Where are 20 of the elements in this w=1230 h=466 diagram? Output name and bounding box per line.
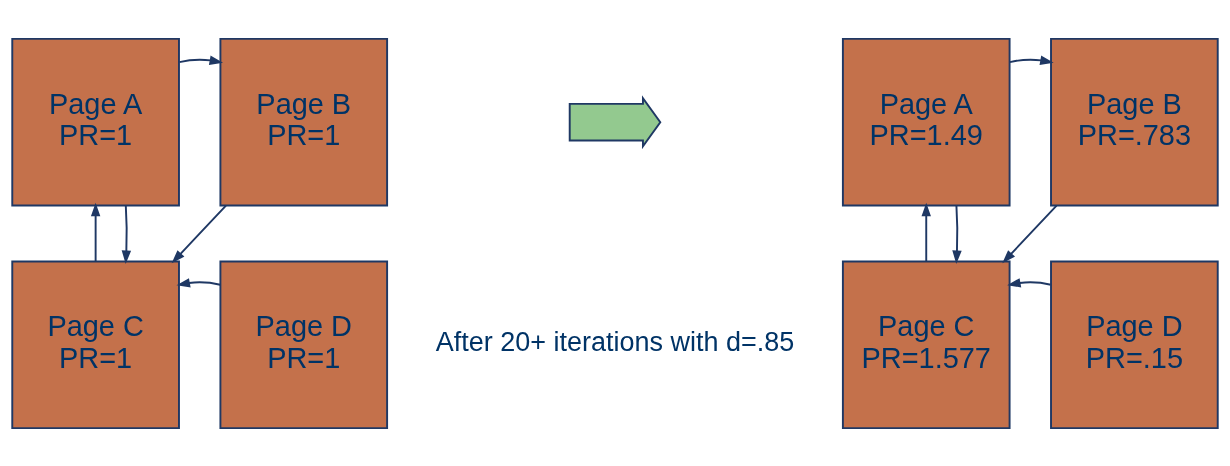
- arrow: [178, 55, 224, 65]
- node-box: Page A PR=1: [11, 37, 180, 207]
- arrow: [1002, 204, 1058, 263]
- arrow: [1009, 55, 1054, 65]
- node-box: Page B PR=.783: [1050, 37, 1219, 207]
- arrow: [90, 202, 101, 262]
- arrow: [1007, 277, 1052, 287]
- node-box: Page D PR=.15: [1050, 259, 1219, 429]
- node-box: Page A PR=1.49: [841, 37, 1011, 207]
- node-box: Page D PR=1: [219, 259, 389, 429]
- arrow: [121, 204, 132, 264]
- node-box: Page C PR=1: [11, 259, 180, 429]
- arrow: [176, 277, 222, 287]
- label: After 20+ iterations with d=.85: [435, 326, 795, 357]
- node-arrow: [568, 94, 662, 149]
- node-box: Page B PR=1: [219, 37, 389, 207]
- arrow: [952, 204, 962, 264]
- node-box: Page C PR=1.577: [841, 259, 1011, 429]
- arrow: [921, 202, 931, 262]
- arrow: [171, 204, 227, 263]
